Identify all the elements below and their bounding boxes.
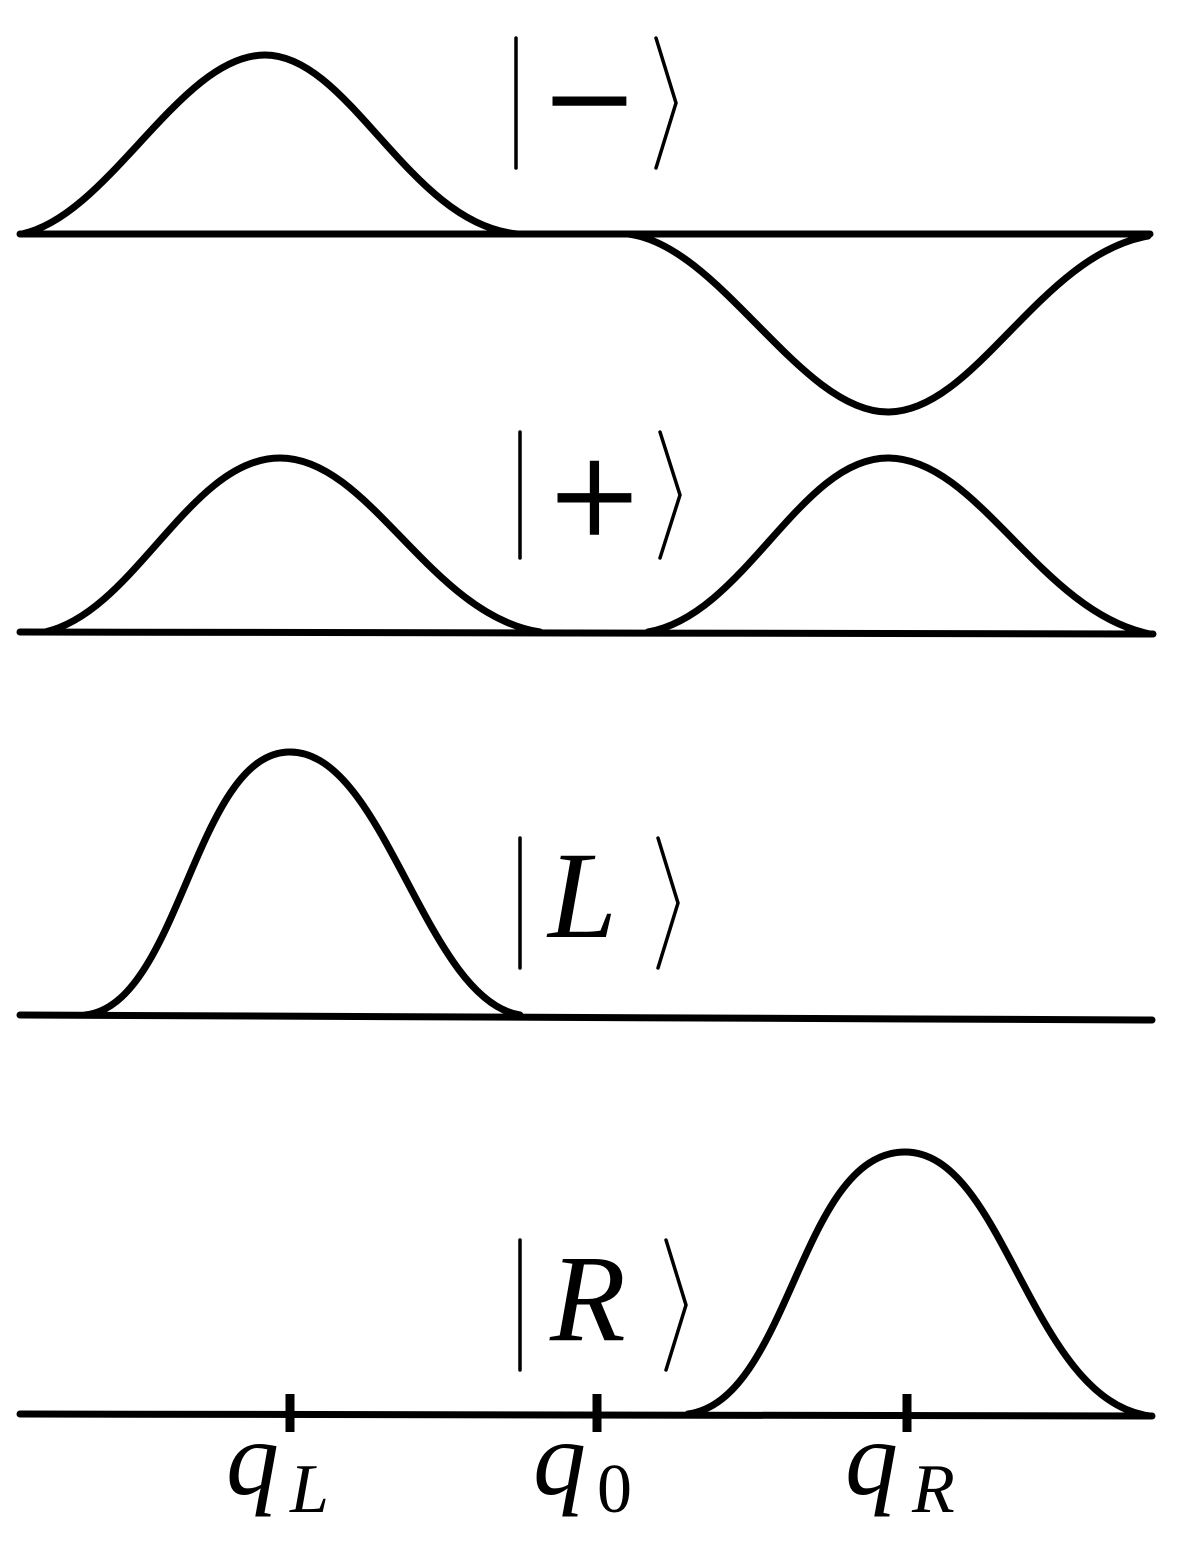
panel-right-state: R q L q 0 q R [16, 1148, 1156, 1528]
label-qR: q R [845, 1400, 955, 1528]
label-qL-main: q [226, 1400, 279, 1517]
wavefunction-left-peak [81, 748, 524, 1019]
ket-plus: + [518, 425, 682, 563]
ket-minus: − [514, 28, 678, 170]
wavefunction-minus-right-lobe [624, 230, 1152, 416]
panel-left-state: L [16, 748, 1156, 1024]
baseline-left [16, 1011, 1156, 1024]
wavefunction-right-peak [684, 1148, 1154, 1420]
ket-plus-bracket [658, 430, 682, 560]
label-qR-subscript: R [911, 1451, 955, 1528]
ket-right: R [518, 1230, 688, 1372]
label-q0-main: q [533, 1400, 586, 1517]
wavefunction-plus-left-lobe [41, 454, 544, 636]
ket-minus-symbol: − [540, 28, 639, 166]
ket-left: L [518, 827, 680, 970]
label-q0: q 0 [533, 1400, 632, 1528]
ket-left-symbol: L [546, 827, 617, 964]
baseline-right [16, 1410, 1156, 1420]
panel-minus-state: − [16, 28, 1154, 416]
label-q0-subscript: 0 [597, 1451, 632, 1528]
panel-plus-state: + [16, 425, 1157, 638]
ket-minus-bracket [654, 36, 678, 170]
wavefunction-plus-right-lobe [644, 454, 1154, 638]
label-qR-main: q [845, 1400, 898, 1517]
label-qL: q L [226, 1400, 329, 1528]
ket-right-symbol: R [549, 1230, 626, 1367]
baseline-plus [16, 628, 1157, 638]
wavefunction-minus-left-lobe [18, 51, 522, 238]
ket-left-bracket [656, 836, 680, 970]
ket-right-bracket [664, 1238, 688, 1372]
label-qL-subscript: L [289, 1451, 329, 1528]
ket-plus-symbol: + [545, 425, 644, 563]
